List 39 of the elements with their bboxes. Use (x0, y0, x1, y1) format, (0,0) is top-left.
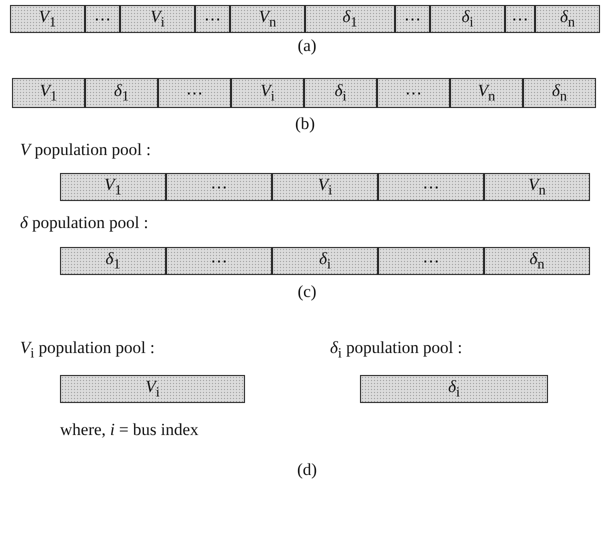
pool-cell: V$_{i}$ (231, 78, 304, 108)
pool-cell: δ$_{i}$ (360, 375, 548, 403)
pool-cell: δ$_{i}$ (430, 5, 505, 33)
pool-cell: V$_{1}$ (10, 5, 85, 33)
figure-label: V$_{i}$ population pool : (20, 338, 155, 362)
pool-cell: δ$_{i}$ (272, 247, 378, 275)
pool-cell: δ$_{1}$ (60, 247, 166, 275)
figure-label: (b) (295, 114, 315, 134)
pool-cell: V$_{1}$ (60, 173, 166, 201)
pool-cell: ⋯ (166, 247, 272, 275)
pool-cell: V$_{i}$ (60, 375, 245, 403)
pool-cell: V$_{1}$ (12, 78, 85, 108)
figure-label: δ$_{i}$ population pool : (330, 338, 462, 362)
pool-cell: δ$_{1}$ (305, 5, 395, 33)
pool-cell: ⋯ (85, 5, 120, 33)
pool-cell: δ$_{n}$ (535, 5, 600, 33)
pool-cell: ⋯ (505, 5, 535, 33)
figure-label: (a) (298, 36, 316, 56)
pool-cell: ⋯ (395, 5, 430, 33)
pool-cell: V$_{i}$ (120, 5, 195, 33)
figure-label: V population pool : (20, 140, 151, 160)
figure-label: (d) (297, 460, 317, 480)
pool-cell: δ$_{1}$ (85, 78, 158, 108)
pool-cell: V$_{i}$ (272, 173, 378, 201)
figure-label: (c) (298, 282, 316, 302)
figure-label: δ population pool : (20, 213, 148, 233)
pool-cell: ⋯ (158, 78, 231, 108)
pool-cell: δ$_{n}$ (484, 247, 590, 275)
pool-cell: ⋯ (377, 78, 450, 108)
pool-cell: ⋯ (166, 173, 272, 201)
pool-cell: V$_{n}$ (484, 173, 590, 201)
figure-label: where, i = bus index (60, 420, 198, 440)
pool-cell: ⋯ (378, 173, 484, 201)
pool-cell: δ$_{i}$ (304, 78, 377, 108)
pool-cell: V$_{n}$ (450, 78, 523, 108)
pool-cell: ⋯ (378, 247, 484, 275)
pool-cell: V$_{n}$ (230, 5, 305, 33)
pool-cell: δ$_{n}$ (523, 78, 596, 108)
pool-cell: ⋯ (195, 5, 230, 33)
